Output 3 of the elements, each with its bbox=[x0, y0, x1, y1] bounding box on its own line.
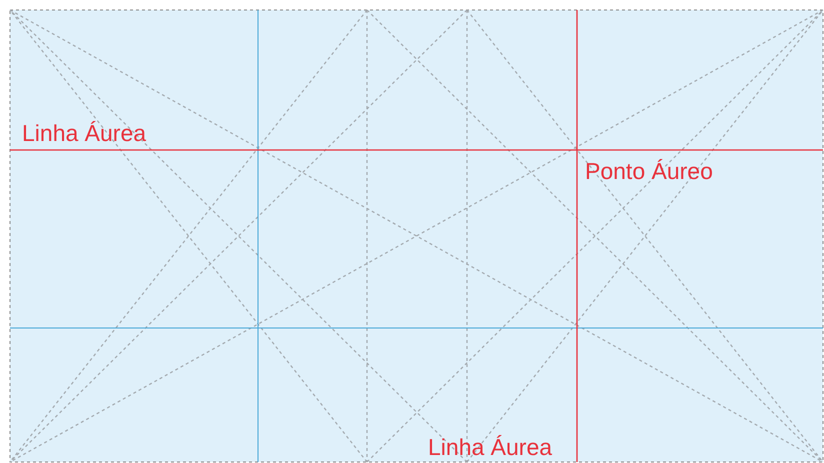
golden-line-label: Linha Áurea bbox=[22, 122, 146, 145]
golden-point-label: Ponto Áureo bbox=[585, 160, 713, 183]
golden-line-label: Linha Áurea bbox=[428, 436, 552, 459]
